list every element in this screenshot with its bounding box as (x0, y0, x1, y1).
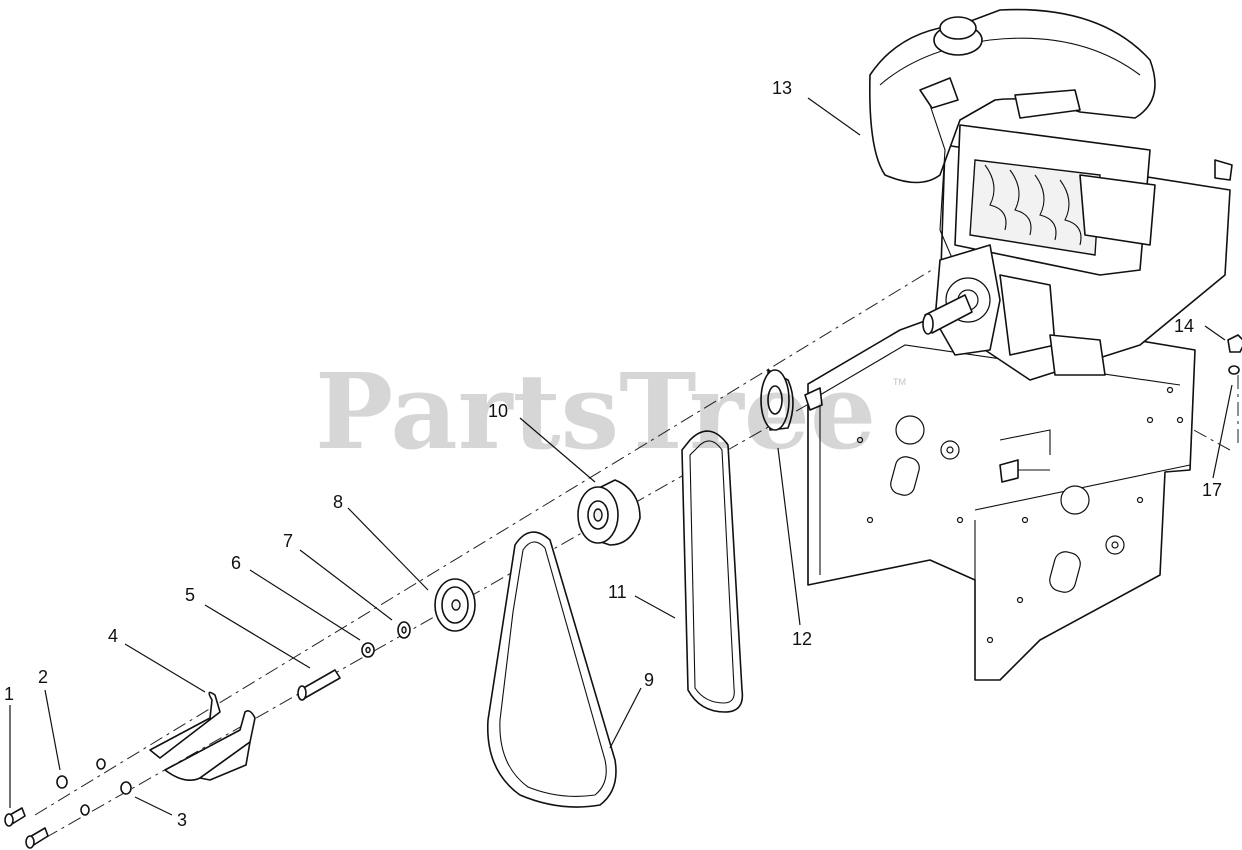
callout-leaders (9, 97, 1233, 816)
callout-9: 9 (644, 670, 654, 690)
watermark-tm: TM (893, 377, 906, 387)
belt-9 (486, 531, 617, 808)
engine (868, 8, 1233, 381)
callout-17: 17 (1202, 480, 1222, 500)
pulley-8 (434, 578, 476, 632)
callout-10: 10 (488, 401, 508, 421)
callout-13: 13 (772, 78, 792, 98)
callout-8: 8 (333, 492, 343, 512)
callout-5: 5 (185, 585, 195, 605)
callout-12: 12 (792, 629, 812, 649)
frame-side-plates (804, 309, 1196, 681)
pulley-10 (577, 479, 641, 546)
belt-11 (681, 430, 744, 713)
watermark-text: PartsTree (315, 350, 876, 473)
pulley-12 (760, 369, 794, 431)
callout-1: 1 (4, 684, 14, 704)
callout-2: 2 (38, 667, 48, 687)
callout-14: 14 (1174, 316, 1194, 336)
small-hardware (4, 334, 1242, 849)
callout-4: 4 (108, 626, 118, 646)
callout-6: 6 (231, 553, 241, 573)
callout-11: 11 (608, 582, 627, 602)
callout-7: 7 (283, 531, 293, 551)
callout-3: 3 (177, 810, 187, 830)
callout-numbers: 1 2 3 4 5 6 7 8 9 10 11 12 13 14 17 (4, 78, 1222, 830)
